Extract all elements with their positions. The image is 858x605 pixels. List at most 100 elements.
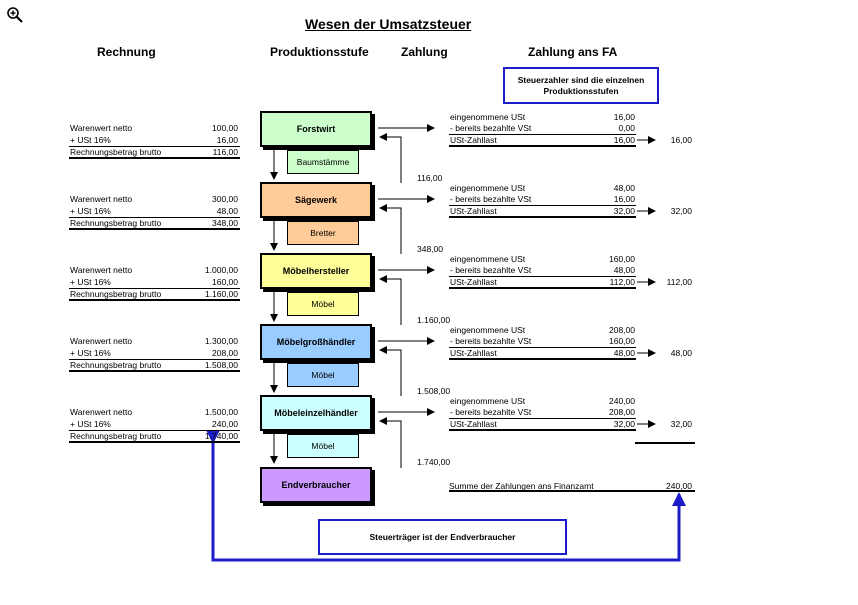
note-steuerzahler: Steuerzahler sind die einzelnen Produkti…: [503, 67, 659, 104]
tax-pre-value: 48,00: [613, 265, 635, 275]
tax-rule: [449, 134, 636, 135]
header-zahlung-fa: Zahlung ans FA: [528, 45, 618, 59]
tax-fa-value: 112,00: [666, 277, 692, 287]
payment-amount: 1.740,00: [417, 457, 451, 467]
invoice-gross-label: Rechnungsbetrag brutto: [70, 360, 162, 370]
tax-rule-total: [449, 216, 636, 218]
invoice-rule: [69, 288, 240, 289]
tax-fa-value: 16,00: [670, 135, 692, 145]
stage-box: Forstwirt: [260, 111, 372, 147]
tax-in-label: eingenommene USt: [450, 254, 526, 264]
invoice-net-label: Warenwert netto: [70, 407, 133, 417]
sum-label: Summe der Zahlungen ans Finanzamt: [449, 481, 594, 491]
stage-box: Sägewerk: [260, 182, 372, 218]
goods-box: Möbel: [287, 434, 359, 458]
payment-amount: 1.160,00: [417, 315, 451, 325]
invoice-gross-label: Rechnungsbetrag brutto: [70, 218, 162, 228]
invoice-rule: [69, 146, 240, 147]
invoice-net-label: Warenwert netto: [70, 265, 133, 275]
payment-amount: 116,00: [417, 173, 443, 183]
invoice-vat-value: 208,00: [212, 348, 238, 358]
carrier-arrow: [206, 430, 686, 562]
invoice-vat-value: 240,00: [212, 419, 238, 429]
stage-box: Endverbraucher: [260, 467, 372, 503]
invoice-rule-total: [69, 370, 240, 372]
connector-arrow: [379, 275, 402, 325]
tax-due-value: 48,00: [613, 348, 635, 358]
tax-pre-label: - bereits bezahlte VSt: [450, 123, 532, 133]
tax-in-label: eingenommene USt: [450, 112, 526, 122]
tax-fa-value: 32,00: [670, 419, 692, 429]
invoice-vat-label: + USt 16%: [70, 348, 111, 358]
tax-pre-value: 160,00: [609, 336, 635, 346]
invoice-net-label: Warenwert netto: [70, 194, 133, 204]
invoice-rule: [69, 359, 240, 360]
tax-pre-value: 16,00: [613, 194, 635, 204]
tax-rule: [449, 205, 636, 206]
invoice-gross-value: 1.740,00: [204, 431, 238, 441]
tax-pre-label: - bereits bezahlte VSt: [450, 194, 532, 204]
tax-due-label: USt-Zahllast: [450, 206, 497, 216]
tax-due-value: 112,00: [609, 277, 635, 287]
tax-due-label: USt-Zahllast: [450, 277, 497, 287]
tax-due-value: 16,00: [613, 135, 635, 145]
tax-pre-label: - bereits bezahlte VSt: [450, 407, 532, 417]
tax-rule-total: [449, 358, 636, 360]
invoice-gross-value: 348,00: [212, 218, 238, 228]
invoice-vat-value: 48,00: [216, 206, 238, 216]
sum-value: 240,00: [666, 481, 692, 491]
tax-in-label: eingenommene USt: [450, 183, 526, 193]
goods-box: Möbel: [287, 363, 359, 387]
tax-due-value: 32,00: [613, 419, 635, 429]
tax-due-label: USt-Zahllast: [450, 135, 497, 145]
fa-total-rule: [635, 442, 695, 444]
invoice-vat-label: + USt 16%: [70, 206, 111, 216]
connector-arrow: [379, 346, 402, 396]
tax-in-value: 48,00: [613, 183, 635, 193]
invoice-rule-total: [69, 299, 240, 301]
tax-pre-label: - bereits bezahlte VSt: [450, 265, 532, 275]
invoice-gross-value: 1.160,00: [204, 289, 238, 299]
tax-rule-total: [449, 287, 636, 289]
invoice-net-value: 1.500,00: [204, 407, 238, 417]
tax-pre-label: - bereits bezahlte VSt: [450, 336, 532, 346]
tax-due-label: USt-Zahllast: [450, 348, 497, 358]
tax-in-value: 160,00: [609, 254, 635, 264]
tax-rule: [449, 276, 636, 277]
connector-arrow: [379, 133, 402, 183]
payment-amount: 1.508,00: [417, 386, 451, 396]
zoom-in-icon[interactable]: [6, 6, 24, 24]
invoice-rule-total: [69, 228, 240, 230]
invoice-gross-value: 116,00: [212, 147, 238, 157]
stage-box: Möbelhersteller: [260, 253, 372, 289]
tax-due-value: 32,00: [613, 206, 635, 216]
tax-in-value: 240,00: [609, 396, 635, 406]
tax-due-label: USt-Zahllast: [450, 419, 497, 429]
invoice-net-value: 1.300,00: [204, 336, 238, 346]
header-zahlung: Zahlung: [401, 45, 448, 59]
tax-rule-total: [449, 145, 636, 147]
tax-in-value: 208,00: [609, 325, 635, 335]
invoice-gross-label: Rechnungsbetrag brutto: [70, 289, 162, 299]
invoice-rule-total: [69, 441, 240, 443]
invoice-net-label: Warenwert netto: [70, 336, 133, 346]
tax-pre-value: 0,00: [618, 123, 635, 133]
invoice-vat-label: + USt 16%: [70, 277, 111, 287]
invoice-vat-value: 16,00: [216, 135, 238, 145]
tax-fa-value: 48,00: [670, 348, 692, 358]
header-produktionsstufe: Produktionsstufe: [270, 45, 369, 59]
invoice-gross-label: Rechnungsbetrag brutto: [70, 147, 162, 157]
invoice-net-value: 100,00: [212, 123, 238, 133]
invoice-rule: [69, 430, 240, 431]
invoice-net-value: 1.000,00: [204, 265, 238, 275]
goods-box: Bretter: [287, 221, 359, 245]
connector-arrow: [379, 204, 402, 254]
stage-box: Möbeleinzelhändler: [260, 395, 372, 431]
sum-rule: [449, 490, 695, 492]
tax-rule-total: [449, 429, 636, 431]
connector-arrow: [379, 417, 402, 468]
invoice-vat-value: 160,00: [212, 277, 238, 287]
goods-box: Baumstämme: [287, 150, 359, 174]
invoice-vat-label: + USt 16%: [70, 419, 111, 429]
